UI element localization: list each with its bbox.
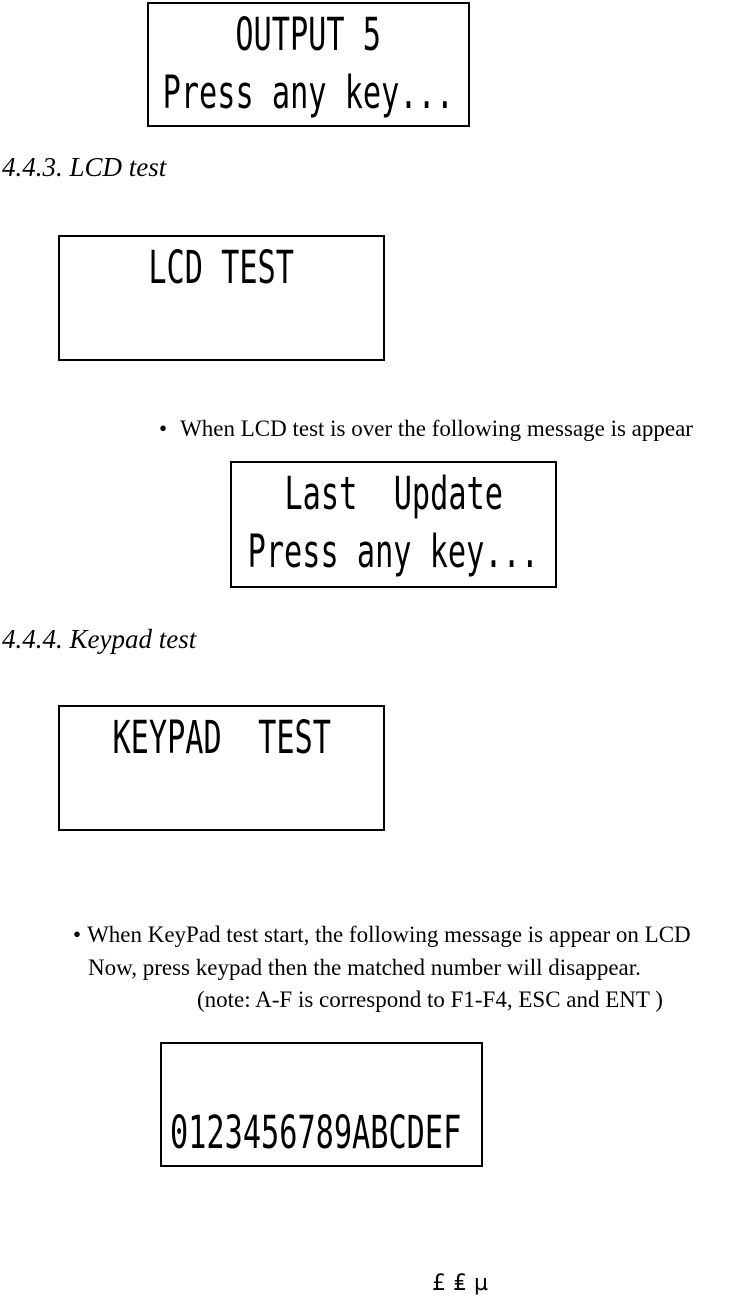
bullet-icon: • (73, 922, 82, 947)
page-footer-glyphs: £ ₤ µ (432, 1271, 488, 1296)
lcd-line-1 (162, 1046, 481, 1104)
bullet-icon: • (159, 416, 168, 441)
lcd-line-2 (60, 767, 383, 825)
bullet-keypad-test-line1: •When KeyPad test start, the following m… (73, 921, 691, 949)
lcd-line-2 (60, 297, 383, 355)
lcd-line-1: Last Update (232, 465, 555, 523)
lcd-screen-keypad-chars: 0123456789ABCDEF (160, 1042, 483, 1167)
bullet-keypad-test-line3: (note: A-F is correspond to F1-F4, ESC a… (197, 987, 663, 1012)
lcd-line-1: OUTPUT 5 (149, 6, 468, 64)
lcd-text-press-any-key: Press any key... (247, 525, 540, 578)
lcd-text-press-any-key: Press any key... (162, 66, 455, 119)
lcd-line-2: Press any key... (232, 523, 555, 581)
section-heading-lcd-test: 4.4.3. LCD test (2, 152, 167, 182)
lcd-text-output5: OUTPUT 5 (235, 7, 382, 61)
lcd-screen-keypad-test: KEYPAD TEST (58, 705, 385, 831)
bullet-keypad-text1: When KeyPad test start, the following me… (87, 922, 691, 947)
bullet-keypad-test-line2: Now, press keypad then the matched numbe… (88, 955, 641, 980)
lcd-text-lcd-test: LCD TEST (148, 241, 295, 294)
lcd-line-1: LCD TEST (60, 239, 383, 297)
section-heading-keypad-test: 4.4.4. Keypad test (2, 624, 197, 654)
lcd-text-last-update: Last Update (284, 467, 503, 520)
lcd-line-2: 0123456789ABCDEF (162, 1104, 481, 1162)
lcd-screen-lcd-test: LCD TEST (58, 235, 385, 361)
lcd-text-keypad-test: KEYPAD TEST (112, 711, 331, 764)
lcd-line-1: KEYPAD TEST (60, 709, 383, 767)
bullet-lcd-test-note: • When LCD test is over the following mes… (159, 415, 693, 443)
lcd-line-2: Press any key... (149, 64, 468, 122)
bullet-lcd-text: When LCD test is over the following mess… (180, 416, 693, 441)
lcd-text-hex-chars: 0123456789ABCDEF (170, 1106, 462, 1159)
lcd-screen-last-update: Last Update Press any key... (230, 461, 557, 588)
lcd-screen-output5: OUTPUT 5 Press any key... (147, 2, 470, 127)
